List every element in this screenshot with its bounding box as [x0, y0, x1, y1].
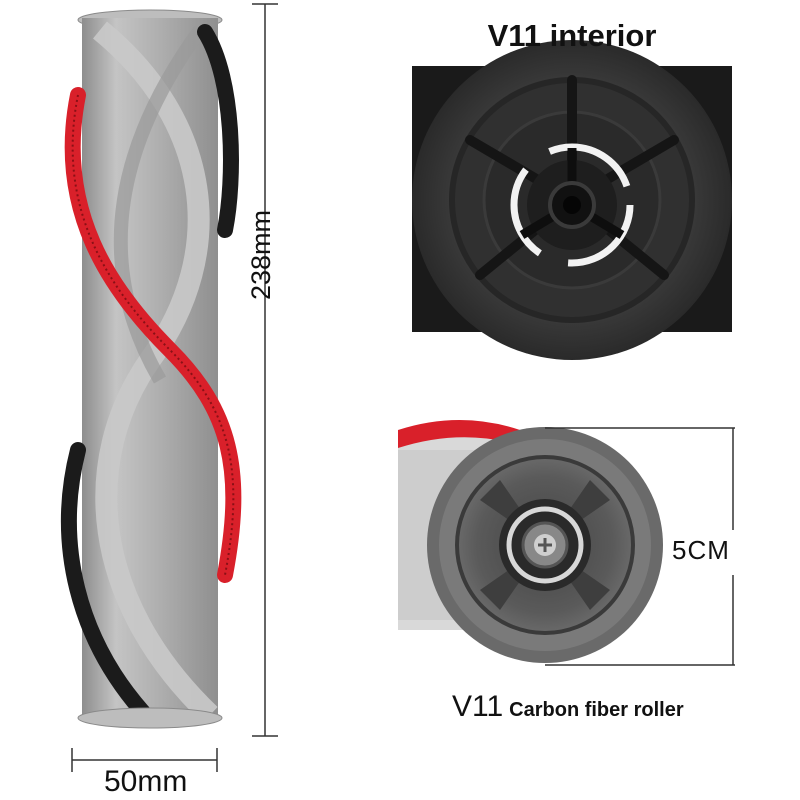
- interior-title: V11 interior: [487, 18, 657, 53]
- length-dimension-line: [252, 3, 278, 737]
- interior-photo: [412, 40, 732, 360]
- roller-bottom-rim: [77, 707, 223, 729]
- caption-text: Carbon fiber roller: [509, 699, 684, 721]
- brush-roller: [61, 9, 242, 729]
- end-cap-photo: [398, 420, 663, 663]
- length-label: 238mm: [246, 209, 276, 300]
- width-dimension-line: [71, 748, 218, 772]
- diameter-dimension-line: [545, 427, 735, 666]
- black-bristle-strip-top: [197, 24, 239, 238]
- diameter-label: 5CM: [672, 535, 730, 565]
- caption-model: V11: [452, 690, 504, 723]
- width-label: 50mm: [104, 765, 188, 798]
- black-bristle-strip-bottom: [61, 442, 158, 728]
